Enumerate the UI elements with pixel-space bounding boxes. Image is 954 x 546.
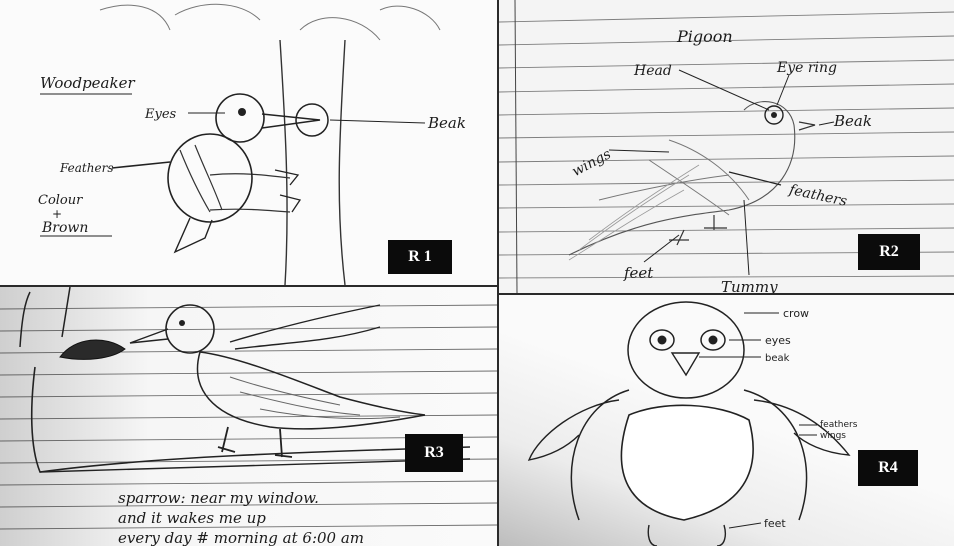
- r2-wings-label: wings: [569, 146, 613, 180]
- r3-caption-line1: sparrow: near my window.: [118, 489, 319, 507]
- r3-caption-line2: and it wakes me up: [118, 509, 266, 527]
- r1-brown-label: Brown: [41, 220, 88, 236]
- r4-beak-label: beak: [765, 353, 790, 364]
- panel-r1-woodpecker: Woodpeaker Eyes Beak Feathers Colour + B…: [0, 0, 497, 285]
- r2-tummy-label: Tummy: [721, 278, 778, 293]
- horizontal-divider-right: [499, 293, 954, 295]
- badge-r1: R 1: [388, 240, 452, 274]
- r2-eye-ring-label: Eye ring: [776, 60, 837, 76]
- r3-caption-line3: every day # morning at 6:00 am: [118, 529, 364, 546]
- sparrow-drawing: sparrow: near my window. and it wakes me…: [0, 287, 497, 546]
- r4-wings-label: wings: [820, 431, 846, 441]
- r2-title: Pigoon: [676, 27, 733, 46]
- panel-r2-pigeon: Pigoon Head Eye ring Beak wings feathers…: [499, 0, 954, 293]
- badge-r4: R4: [858, 450, 918, 486]
- r1-eyes-label: Eyes: [144, 107, 177, 122]
- r1-title: Woodpeaker: [40, 74, 135, 92]
- r4-feathers-label: feathers: [820, 420, 858, 430]
- r1-and-label: +: [52, 207, 62, 221]
- r1-colour-label: Colour: [38, 193, 83, 208]
- r4-crow-label: crow: [783, 307, 809, 320]
- badge-r2: R2: [858, 234, 920, 270]
- r2-head-label: Head: [633, 63, 672, 79]
- r2-feet-label: feet: [623, 264, 654, 282]
- r4-feet-label: feet: [764, 517, 786, 530]
- panel-r3-sparrow: sparrow: near my window. and it wakes me…: [0, 287, 497, 546]
- r1-beak-label: Beak: [427, 114, 466, 132]
- r1-feathers-label: Feathers: [59, 161, 113, 175]
- panel-r4-crow: crow eyes beak feathers wings feet R4: [499, 295, 954, 546]
- r4-eyes-label: eyes: [765, 334, 791, 347]
- r2-beak-label: Beak: [833, 112, 872, 130]
- vertical-divider: [497, 0, 499, 546]
- crow-drawing: crow eyes beak feathers wings feet: [499, 295, 954, 546]
- badge-r3: R3: [405, 434, 463, 472]
- horizontal-divider-left: [0, 285, 497, 287]
